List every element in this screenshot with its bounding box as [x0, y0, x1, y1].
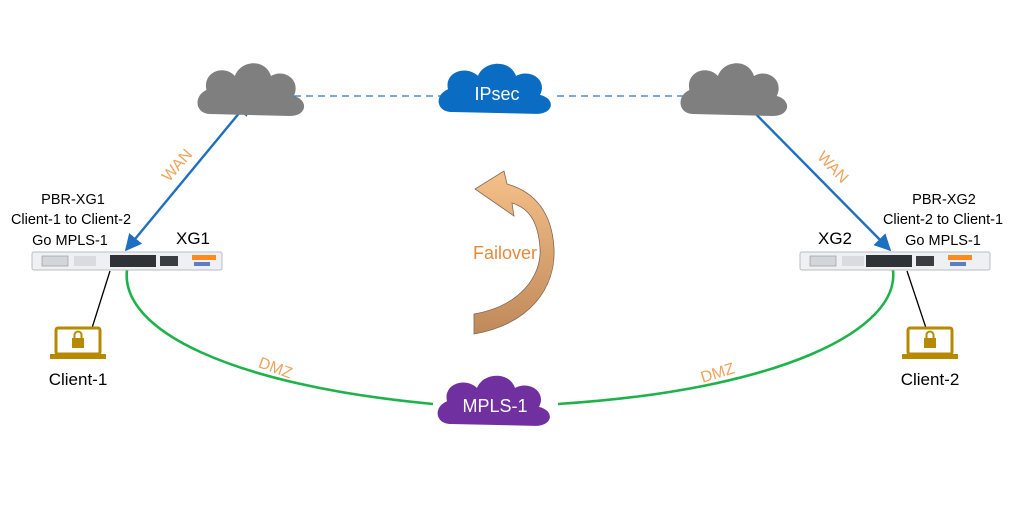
wan-right-label: WAN [813, 149, 851, 187]
xg1-rule-action: Go MPLS-1 [32, 233, 108, 249]
client1-cable [91, 270, 111, 329]
xg2-device-name: XG2 [818, 229, 852, 248]
mpls-cloud-label: MPLS-1 [462, 396, 527, 416]
dmz-right-link [557, 269, 895, 406]
laptop-lock-icon [50, 326, 106, 359]
xg2-rule-action: Go MPLS-1 [905, 233, 981, 249]
xg1-rule-path: Client-1 to Client-2 [11, 212, 131, 228]
wan-left-link [124, 98, 252, 252]
xg1-device-name: XG1 [176, 229, 210, 248]
curved-arrow-icon [473, 170, 555, 335]
wan-right-link [738, 96, 892, 252]
internet-cloud-right [680, 63, 788, 116]
xg1-rule-name: PBR-XG1 [41, 192, 105, 208]
client2-label: Client-2 [901, 370, 960, 389]
laptop-lock-icon [902, 326, 958, 359]
xg2-rule-name: PBR-XG2 [912, 192, 976, 208]
cloud-icon [680, 63, 788, 116]
client2-cable [906, 270, 927, 329]
firewall-appliance-icon [799, 251, 991, 271]
xg1-rule-block: PBR-XG1 Client-1 to Client-2 Go MPLS-1 [11, 192, 131, 249]
xg2-rule-block: PBR-XG2 Client-2 to Client-1 Go MPLS-1 [883, 192, 1003, 249]
dmz-left-link [125, 269, 434, 406]
links-layer [91, 95, 927, 406]
wan-left-label: WAN [159, 146, 196, 185]
failover-label: Failover [473, 243, 537, 263]
xg2-rule-path: Client-2 to Client-1 [883, 212, 1003, 228]
firewall-appliance-icon [31, 251, 223, 271]
cloud-icon [197, 63, 305, 116]
ipsec-cloud-label: IPsec [474, 84, 519, 104]
client1-label: Client-1 [49, 370, 108, 389]
internet-cloud-left [197, 63, 305, 116]
